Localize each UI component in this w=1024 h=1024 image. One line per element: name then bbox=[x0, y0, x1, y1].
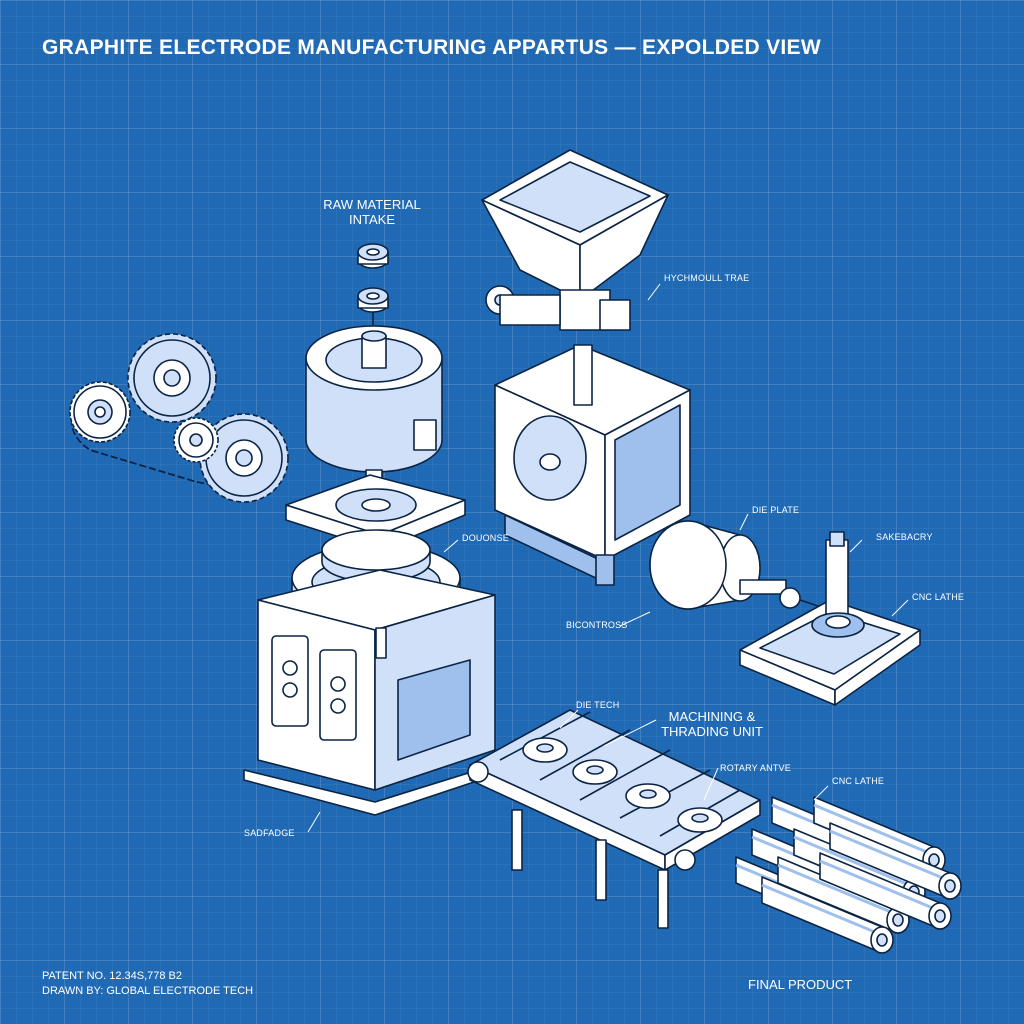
extruder-box bbox=[494, 344, 691, 586]
gear-small bbox=[69, 381, 131, 443]
leader-lines bbox=[307, 283, 909, 833]
label-die-tech: DIE TECH bbox=[576, 700, 620, 710]
hopper bbox=[481, 149, 669, 331]
label-die-plate: DIE PLATE bbox=[752, 505, 800, 515]
die-plate-rotor bbox=[649, 520, 831, 611]
motor-drum bbox=[305, 325, 443, 511]
label-hychmoull-trae: HYCHMOULL TRAE bbox=[664, 273, 750, 283]
label-douonse: DOUONSE bbox=[462, 533, 509, 543]
intake-rings bbox=[357, 243, 389, 340]
gear-large-bottom bbox=[199, 413, 289, 503]
conveyor-disc-2 bbox=[572, 759, 618, 785]
label-cnc-lathe-top: CNC LATHE bbox=[912, 592, 965, 602]
conveyor-disc-3 bbox=[625, 783, 671, 809]
conveyor bbox=[467, 709, 761, 929]
label-sakebacry: SAKEBACRY bbox=[876, 532, 933, 542]
label-sadfadge: SADFADGE bbox=[244, 828, 295, 838]
label-final-product: FINAL PRODUCT bbox=[748, 977, 853, 992]
electrode-rod bbox=[819, 852, 952, 930]
electrode-rods bbox=[735, 796, 962, 954]
electrode-rod bbox=[761, 876, 894, 954]
conveyor-disc-1 bbox=[522, 737, 568, 763]
label-raw-material-intake: RAW MATERIAL INTAKE bbox=[323, 197, 421, 227]
gear-train bbox=[69, 333, 289, 503]
gear-mid bbox=[173, 417, 219, 463]
conveyor-disc-4 bbox=[677, 807, 723, 833]
patent-number: PATENT NO. 12.34S,778 B2 bbox=[42, 970, 183, 982]
label-machining-unit: MACHINING & THRADING UNIT bbox=[661, 709, 763, 739]
gear-large-top bbox=[127, 333, 217, 423]
base-housing bbox=[243, 569, 511, 816]
electrode-rod bbox=[829, 822, 962, 900]
drawing-title: GRAPHITE ELECTRODE MANUFACTURING APPARTU… bbox=[42, 36, 821, 59]
label-bicontross: BICONTROSS bbox=[566, 620, 628, 630]
label-cnc-lathe-bottom: CNC LATHE bbox=[832, 776, 885, 786]
drawn-by: DRAWN BY: GLOBAL ELECTRODE TECH bbox=[42, 985, 254, 997]
cnc-lathe-station bbox=[739, 531, 921, 706]
label-rotary-antve: ROTARY ANTVE bbox=[720, 763, 791, 773]
